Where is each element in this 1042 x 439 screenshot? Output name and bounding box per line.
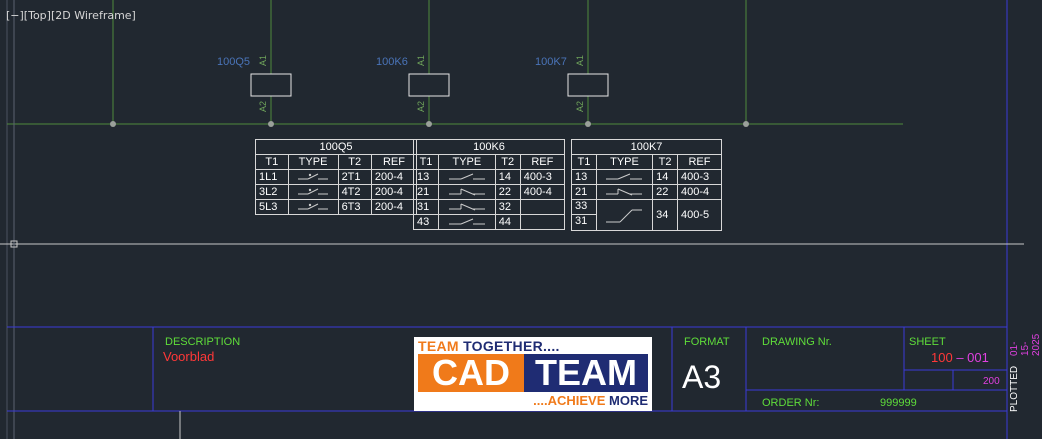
column-header: TYPE (595, 154, 654, 170)
cell-t1-bottom: 31 (575, 215, 588, 227)
cell-t2: 4T2 (337, 184, 372, 200)
cell-t2: 34 (652, 199, 678, 231)
no-contact-icon (595, 169, 654, 185)
cell-t1: 21 (571, 184, 597, 200)
table-title: 100K7 (571, 139, 722, 155)
cell-ref: 200-4 (370, 169, 418, 185)
column-header: T2 (652, 154, 678, 170)
description-value: Voorblad (163, 349, 215, 364)
cell-t2: 14 (494, 169, 521, 185)
table-row: 13 14 400-3 (413, 169, 566, 185)
column-header: REF (519, 154, 566, 170)
table-row: 5L3 6T3 200-4 (255, 199, 418, 215)
table-title: 100Q5 (255, 139, 417, 155)
no-contact-icon (287, 184, 339, 200)
component-label-100k7: 100K7 (535, 56, 567, 68)
viewport-controls[interactable]: [−][Top][2D Wireframe] (6, 9, 136, 22)
component-label-100k6: 100K6 (376, 56, 408, 68)
column-header: REF (676, 154, 723, 170)
cell-t1: 13 (413, 169, 439, 185)
no-contact-icon (438, 214, 496, 230)
cell-ref: 200-4 (370, 199, 418, 215)
logo-cad: CAD (418, 354, 524, 392)
column-header: TYPE (438, 154, 496, 170)
cell-t2: 22 (652, 184, 678, 200)
cell-ref: 400-4 (676, 184, 723, 200)
format-label: FORMAT (684, 336, 730, 348)
cell-t1: 5L3 (255, 199, 289, 215)
column-header: T2 (494, 154, 521, 170)
cell-t1: 43 (413, 214, 439, 230)
cell-ref (519, 199, 566, 215)
no-contact-icon (287, 169, 339, 185)
cell-t1: 33 31 (571, 199, 597, 231)
cell-t2: 6T3 (337, 199, 372, 215)
column-header: T1 (255, 154, 289, 170)
changeover-contact-icon (595, 199, 654, 231)
column-header: T2 (337, 154, 372, 170)
pin-label-a1: A1 (575, 54, 585, 66)
column-header: TYPE (287, 154, 339, 170)
cell-t1: 3L2 (255, 184, 289, 200)
nc-contact-icon (438, 199, 496, 215)
drawing-number-label: DRAWING Nr. (762, 336, 832, 348)
cell-t2: 44 (494, 214, 521, 230)
table-row: 31 32 (413, 199, 566, 215)
cell-t1: 21 (413, 184, 439, 200)
contact-table-100q5: 100Q5 T1 TYPE T2 REF 1L1 2T1 200-4 3L2 4… (255, 139, 418, 215)
format-value: A3 (682, 359, 722, 395)
nc-contact-icon (595, 184, 654, 200)
no-contact-icon (287, 199, 339, 215)
sheet-total: 200 (983, 376, 1000, 387)
table-row: 1L1 2T1 200-4 (255, 169, 418, 185)
cell-t2: 2T1 (337, 169, 372, 185)
cell-ref: 400-3 (519, 169, 566, 185)
sheet-label: SHEET (909, 336, 946, 348)
column-header: T1 (413, 154, 439, 170)
table-row: 21 22 400-4 (571, 184, 723, 200)
table-title: 100K6 (413, 139, 565, 155)
pin-label-a1: A1 (416, 54, 426, 66)
table-row: 33 31 34 400-5 (571, 199, 723, 231)
cadteam-logo: TEAM TOGETHER.... CAD TEAM ....ACHIEVE M… (414, 337, 652, 411)
plotted-label: PLOTTED (1009, 365, 1020, 412)
pin-label-a2: A2 (416, 100, 426, 112)
cell-t2: 32 (494, 199, 521, 215)
order-number-label: ORDER Nr: (762, 397, 820, 409)
cell-ref: 400-4 (519, 184, 566, 200)
component-label-100q5: 100Q5 (217, 56, 251, 68)
cell-t1: 31 (413, 199, 439, 215)
pin-label-a2: A2 (258, 100, 268, 112)
column-header: T1 (571, 154, 597, 170)
pin-label-a2: A2 (575, 100, 585, 112)
sheet-number: 100 – 001 (931, 350, 989, 365)
no-contact-icon (438, 169, 496, 185)
contact-table-100k7: 100K7 T1 TYPE T2 REF 13 14 400-3 21 22 4… (571, 139, 723, 231)
logo-tagline-bottom: ....ACHIEVE MORE (533, 393, 648, 408)
order-number-value: 999999 (880, 397, 917, 409)
cell-ref: 400-5 (676, 199, 723, 231)
cell-t2: 14 (652, 169, 678, 185)
contact-table-100k6: 100K6 T1 TYPE T2 REF 13 14 400-3 21 22 4… (413, 139, 566, 230)
cell-ref (519, 214, 566, 230)
nc-contact-icon (438, 184, 496, 200)
logo-team: TEAM (524, 354, 648, 392)
logo-tagline-top: TEAM TOGETHER.... (418, 338, 560, 354)
table-row: 3L2 4T2 200-4 (255, 184, 418, 200)
cell-t2: 22 (494, 184, 521, 200)
cell-t1: 13 (571, 169, 597, 185)
column-header: REF (370, 154, 418, 170)
cell-t1-top: 33 (572, 200, 596, 215)
table-row: 43 44 (413, 214, 566, 230)
table-row: 13 14 400-3 (571, 169, 723, 185)
cell-ref: 400-3 (676, 169, 723, 185)
pin-label-a1: A1 (258, 54, 268, 66)
table-row: 21 22 400-4 (413, 184, 566, 200)
description-label: DESCRIPTION (165, 336, 241, 348)
cell-t1: 1L1 (255, 169, 289, 185)
cell-ref: 200-4 (370, 184, 418, 200)
plotted-date: 01-15-2025 (1009, 333, 1042, 356)
